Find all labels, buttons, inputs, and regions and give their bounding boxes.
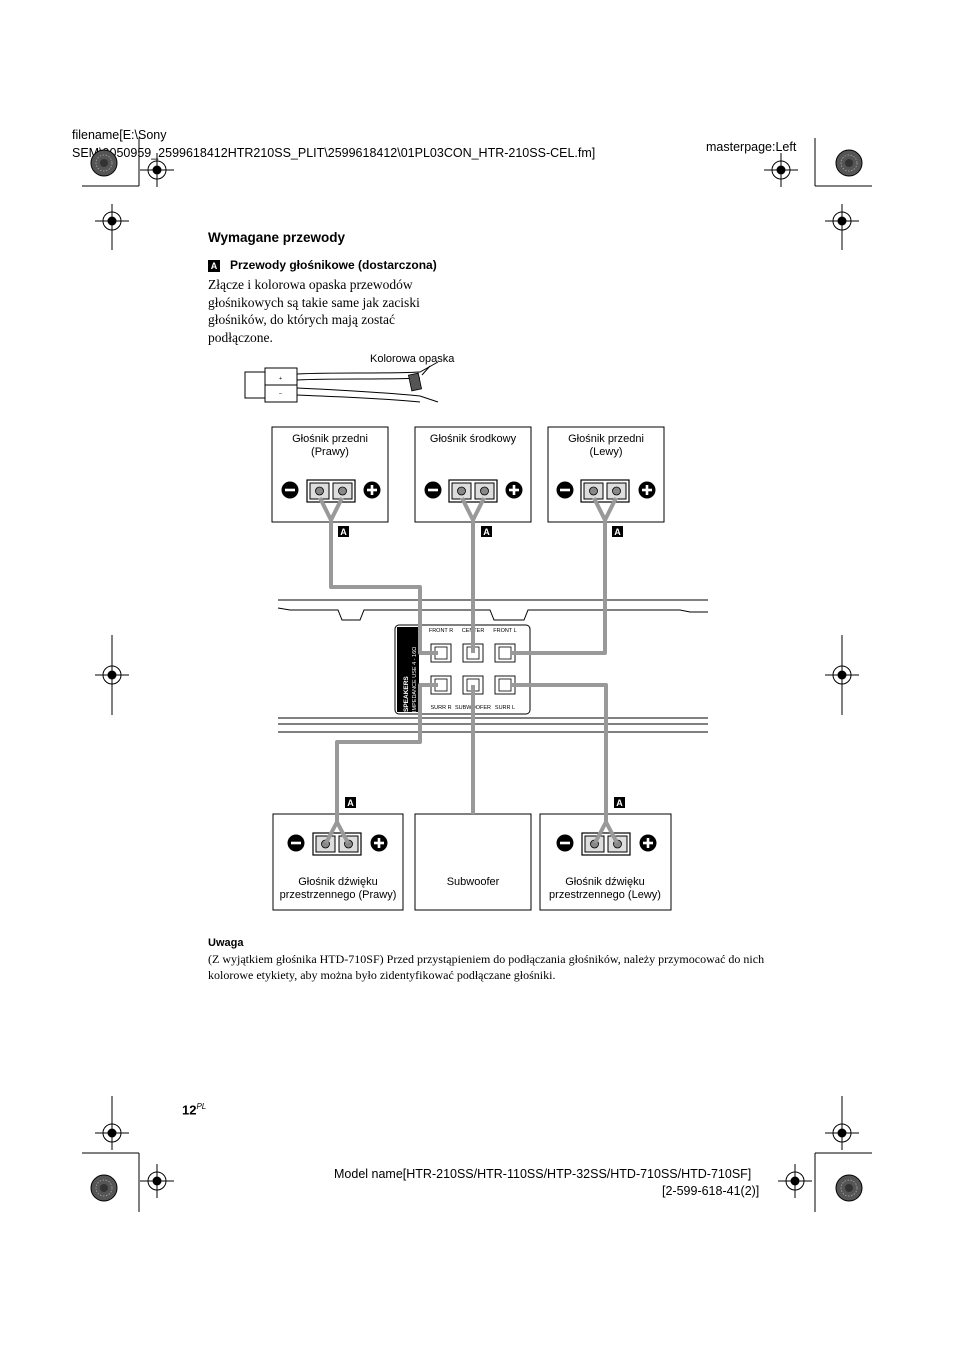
center-label: Głośnik środkowy [430, 433, 517, 445]
front-right-speaker: Głośnik przedni (Prawy) [271, 426, 389, 523]
plus-icon [638, 481, 656, 499]
section-heading: Wymagane przewody [208, 230, 346, 245]
tag-a: A [347, 798, 354, 808]
note-title: Uwaga [208, 937, 244, 949]
receiver-chassis [277, 599, 708, 733]
tag-a: A [614, 527, 621, 537]
surround-left-label-2: przestrzennego (Lewy) [549, 889, 661, 901]
subwoofer-label: Subwoofer [447, 876, 500, 888]
filename-line-1: filename[E:\Sony [72, 128, 167, 142]
page-language-suffix: PL [196, 1102, 207, 1111]
front-right-label-1: Głośnik przedni [292, 433, 368, 445]
surround-left-label-1: Głośnik dźwięku [565, 876, 644, 888]
jack-label-front-r: FRONT R [429, 628, 453, 634]
front-right-label-2: (Prawy) [311, 446, 349, 458]
speaker-cable-illustration: + – Kolorowa opaska [244, 353, 455, 403]
speaker-terminal-panel: SPEAKERS IMPEDANCE USE 4 - 16Ω FRONT R C… [394, 624, 531, 715]
minus-icon [281, 481, 299, 499]
masterpage-label: masterpage:Left [706, 140, 797, 154]
item-heading: A Przewody głośnikowe (dostarczona) [208, 258, 437, 272]
page-number: 12PL [182, 1102, 206, 1117]
note-text: (Z wyjątkiem głośnika HTD-710SF) Przed p… [208, 952, 765, 982]
surround-right-label-2: przestrzennego (Prawy) [280, 889, 397, 901]
minus-icon [287, 834, 305, 852]
item-letter-badge: A [208, 259, 220, 272]
color-band-label: Kolorowa opaska [370, 353, 455, 365]
plus-icon [370, 834, 388, 852]
jack-label-surr-r: SURR R [430, 705, 451, 711]
front-left-label-1: Głośnik przedni [568, 433, 644, 445]
surround-right-speaker: Głośnik dźwięku przestrzennego (Prawy) [272, 813, 404, 911]
cable-tags: A A A A A [338, 526, 625, 808]
minus-icon [556, 834, 574, 852]
part-number: [2-599-618-41(2)] [662, 1184, 760, 1198]
cable-minus-mark: – [279, 391, 283, 397]
tag-a: A [340, 527, 347, 537]
front-left-speaker: Głośnik przedni (Lewy) [547, 426, 665, 523]
subwoofer: Subwoofer [414, 813, 532, 911]
front-left-label-2: (Lewy) [589, 446, 622, 458]
panel-label-speakers: SPEAKERS [403, 676, 410, 712]
filename-header: filename[E:\Sony SEM\9050959_2599618412H… [72, 126, 595, 162]
speaker-cables [318, 497, 619, 844]
jack-label-surr-l: SURR L [495, 705, 515, 711]
minus-icon [424, 481, 442, 499]
model-name: Model name[HTR-210SS/HTR-110SS/HTP-32SS/… [334, 1167, 752, 1181]
tag-a: A [616, 798, 623, 808]
minus-icon [556, 481, 574, 499]
surround-left-speaker: Głośnik dźwięku przestrzennego (Lewy) [539, 813, 672, 911]
panel-label-impedance: IMPEDANCE USE 4 - 16Ω [412, 647, 418, 712]
jack-label-front-l: FRONT L [493, 628, 516, 634]
body-paragraph: Złącze i kolorowa opaska przewodów głośn… [208, 277, 420, 345]
center-speaker: Głośnik środkowy [414, 426, 532, 523]
item-title: Przewody głośnikowe (dostarczona) [230, 258, 437, 272]
page-number-value: 12 [182, 1102, 197, 1118]
tag-a: A [483, 527, 490, 537]
surround-right-label-1: Głośnik dźwięku [298, 876, 377, 888]
plus-icon [639, 834, 657, 852]
plus-icon [505, 481, 523, 499]
cable-plus-mark: + [279, 376, 282, 382]
plus-icon [363, 481, 381, 499]
filename-line-2: SEM\9050959_2599618412HTR210SS_PLIT\2599… [72, 146, 596, 160]
